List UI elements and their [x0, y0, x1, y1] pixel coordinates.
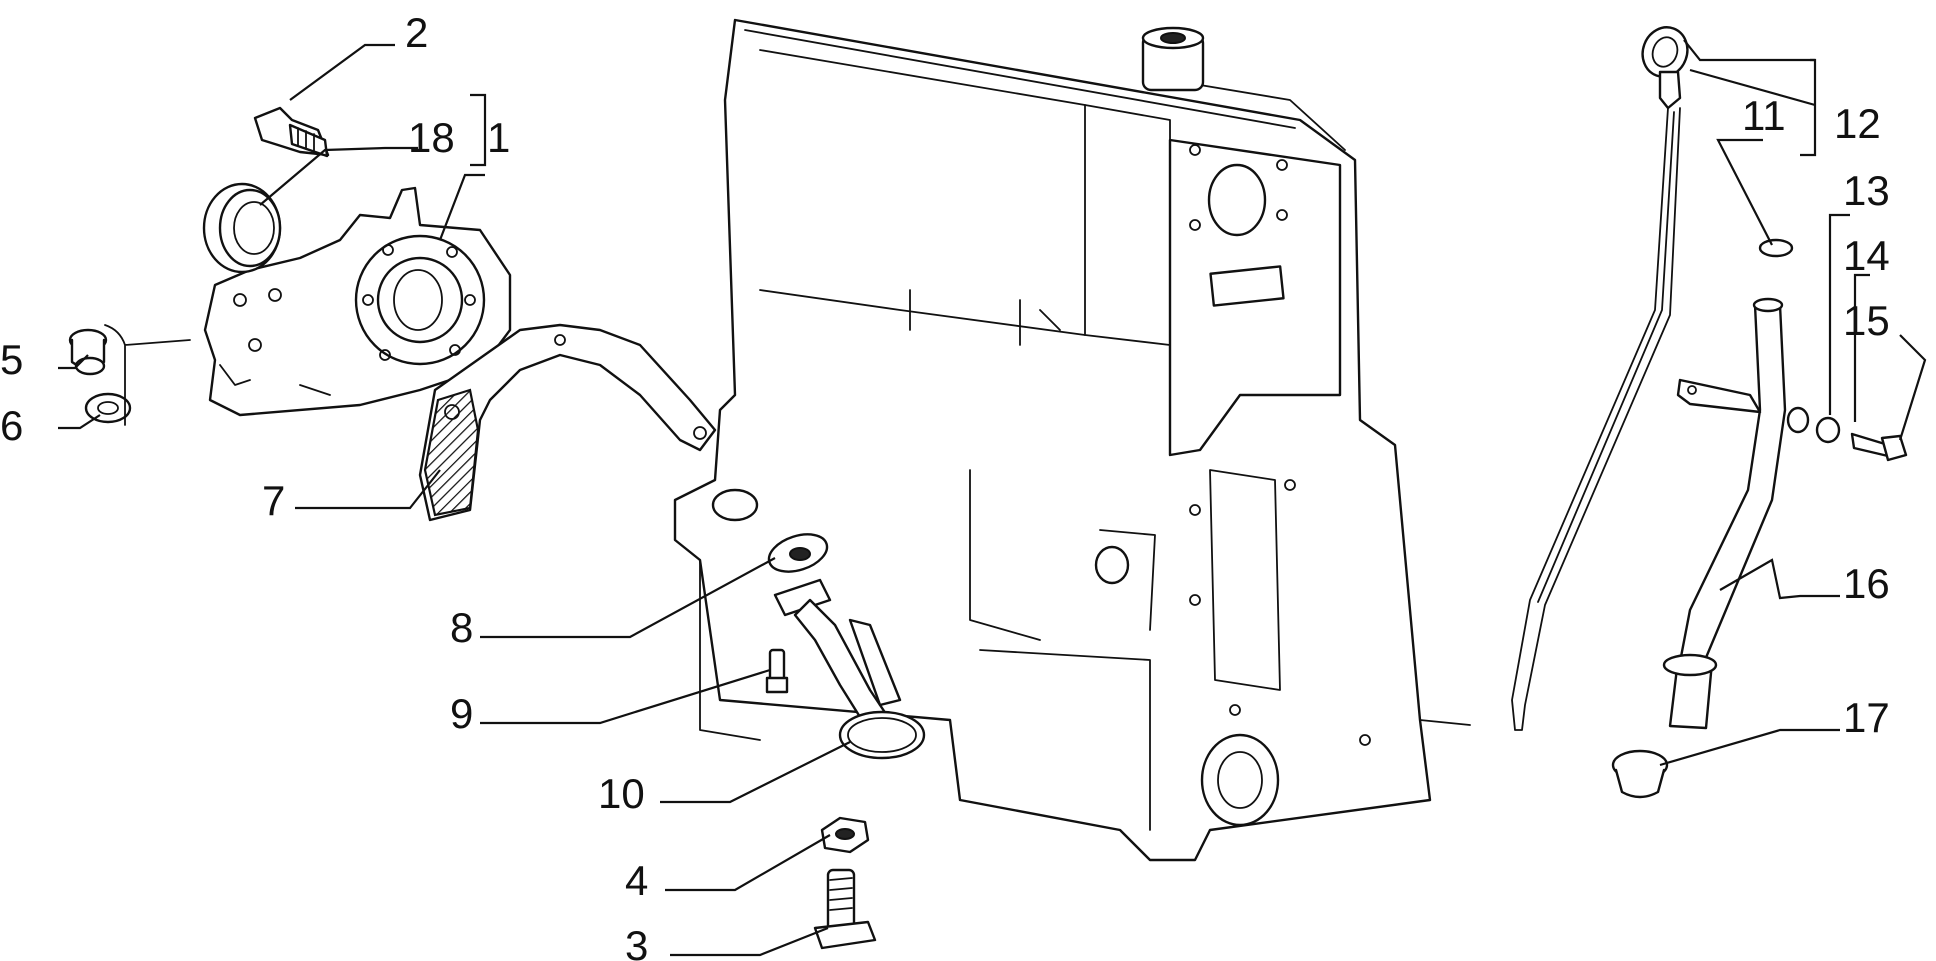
callout-18: 18 — [408, 114, 455, 161]
callout-11: 11 — [1742, 92, 1786, 139]
callout-17: 17 — [1843, 694, 1890, 741]
gasket-7 — [418, 323, 717, 522]
callout-labels: 1 2 3 4 5 6 7 8 9 10 11 12 13 14 15 16 1… — [0, 9, 1890, 961]
washer-6 — [84, 392, 132, 424]
bolt-15 — [1850, 432, 1908, 462]
ring-11 — [1758, 238, 1794, 258]
bolt-2 — [253, 106, 330, 158]
callout-4: 4 — [625, 857, 648, 904]
callout-10: 10 — [598, 770, 645, 817]
nut-4 — [820, 816, 870, 854]
plug-5 — [68, 328, 108, 376]
callout-3: 3 — [625, 922, 648, 961]
engine-block — [673, 18, 1471, 862]
nut-13 — [1786, 406, 1810, 434]
callout-6: 6 — [0, 402, 23, 449]
callout-5: 5 — [0, 336, 23, 383]
dipstick-tube-16 — [1662, 297, 1787, 730]
callout-15: 15 — [1843, 297, 1890, 344]
callout-16: 16 — [1843, 560, 1890, 607]
callout-13: 13 — [1843, 167, 1890, 214]
callout-9: 9 — [450, 690, 473, 737]
leader-lines — [58, 39, 1927, 957]
washer-14 — [1815, 416, 1841, 444]
callout-1: 1 — [487, 114, 510, 161]
screw-9 — [765, 648, 789, 694]
oil-strainer-10 — [793, 598, 926, 760]
oil-pump-housing — [203, 186, 512, 417]
oil-seal-18 — [202, 182, 282, 274]
callout-12: 12 — [1834, 100, 1881, 147]
callout-14: 14 — [1843, 232, 1890, 279]
callout-2: 2 — [405, 9, 428, 56]
dipstick-12 — [1511, 26, 1689, 731]
callout-7: 7 — [262, 477, 285, 524]
assembly-bracket — [104, 324, 191, 426]
bolt-3 — [813, 868, 877, 950]
callout-8: 8 — [450, 604, 473, 651]
pickup-gasket-8 — [767, 533, 832, 617]
grommet-17 — [1611, 749, 1669, 799]
